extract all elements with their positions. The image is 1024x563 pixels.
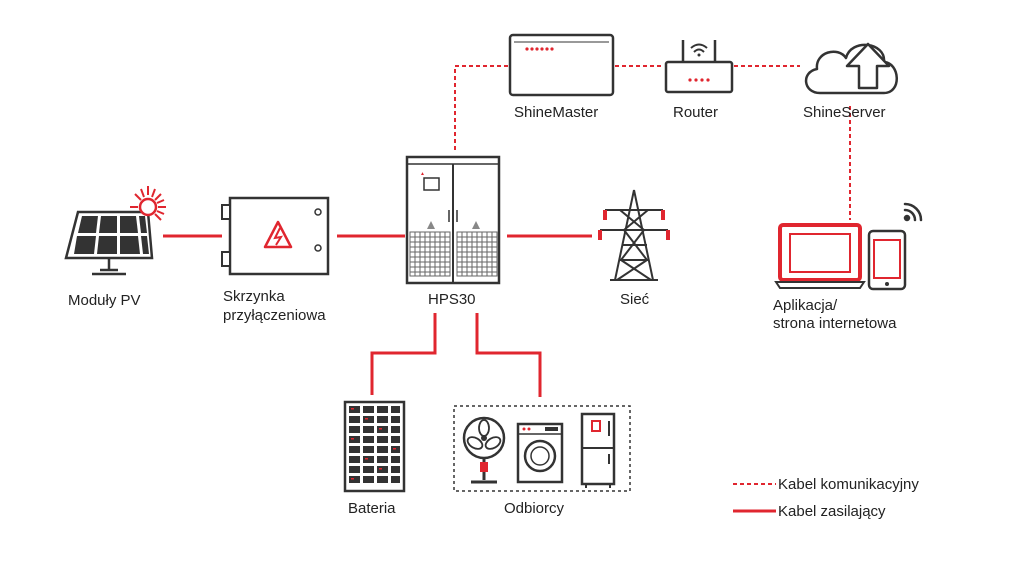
loads-group-frame (453, 405, 631, 492)
power-cables (163, 234, 592, 397)
shinemaster-label: ShineMaster (514, 104, 598, 121)
junction-box-label-line2: przyłączeniowa (223, 307, 326, 324)
wifi-icon (903, 202, 923, 222)
laptop-icon (774, 223, 866, 289)
legend-comm-label: Kabel komunikacyjny (778, 476, 919, 493)
svg-text:▲: ▲ (420, 171, 425, 177)
app-label-line1: Aplikacja/ (773, 297, 838, 314)
inverter-label: HPS30 (428, 291, 476, 308)
inverter-cabinet-icon: ▲ (405, 155, 501, 285)
washing-machine-icon (516, 422, 564, 484)
power-tower-icon (600, 189, 668, 281)
hv-warning-icon (263, 220, 293, 249)
router-icon (664, 40, 734, 94)
sun-icon (130, 186, 166, 221)
cable-inverter-to-loads (475, 313, 542, 397)
battery-label: Bateria (348, 500, 396, 517)
router-label: Router (673, 104, 718, 121)
legend: Kabel komunikacyjny Kabel zasilający (733, 476, 919, 520)
solar-panel-icon (64, 210, 154, 276)
cloud-upload-icon (804, 42, 898, 95)
fridge-icon (580, 412, 616, 488)
loads-label: Odbiorcy (504, 500, 565, 517)
battery-rack-icon (343, 400, 406, 493)
app-label-line2: strona internetowa (773, 315, 897, 332)
cable-inverter-to-battery (370, 313, 437, 395)
comm-inverter-to-shinemaster (454, 65, 508, 150)
fan-icon (462, 416, 506, 484)
pv-modules-label: Moduły PV (68, 292, 141, 309)
communication-cables (454, 65, 851, 220)
legend-power-label: Kabel zasilający (778, 503, 886, 520)
grid-label: Sieć (620, 291, 650, 308)
junction-box-label-line1: Skrzynka (223, 288, 285, 305)
smartphone-icon (867, 229, 907, 291)
shinemaster-device-icon (508, 33, 615, 97)
tower-insulators (598, 210, 670, 240)
shineserver-label: ShineServer (803, 104, 886, 121)
